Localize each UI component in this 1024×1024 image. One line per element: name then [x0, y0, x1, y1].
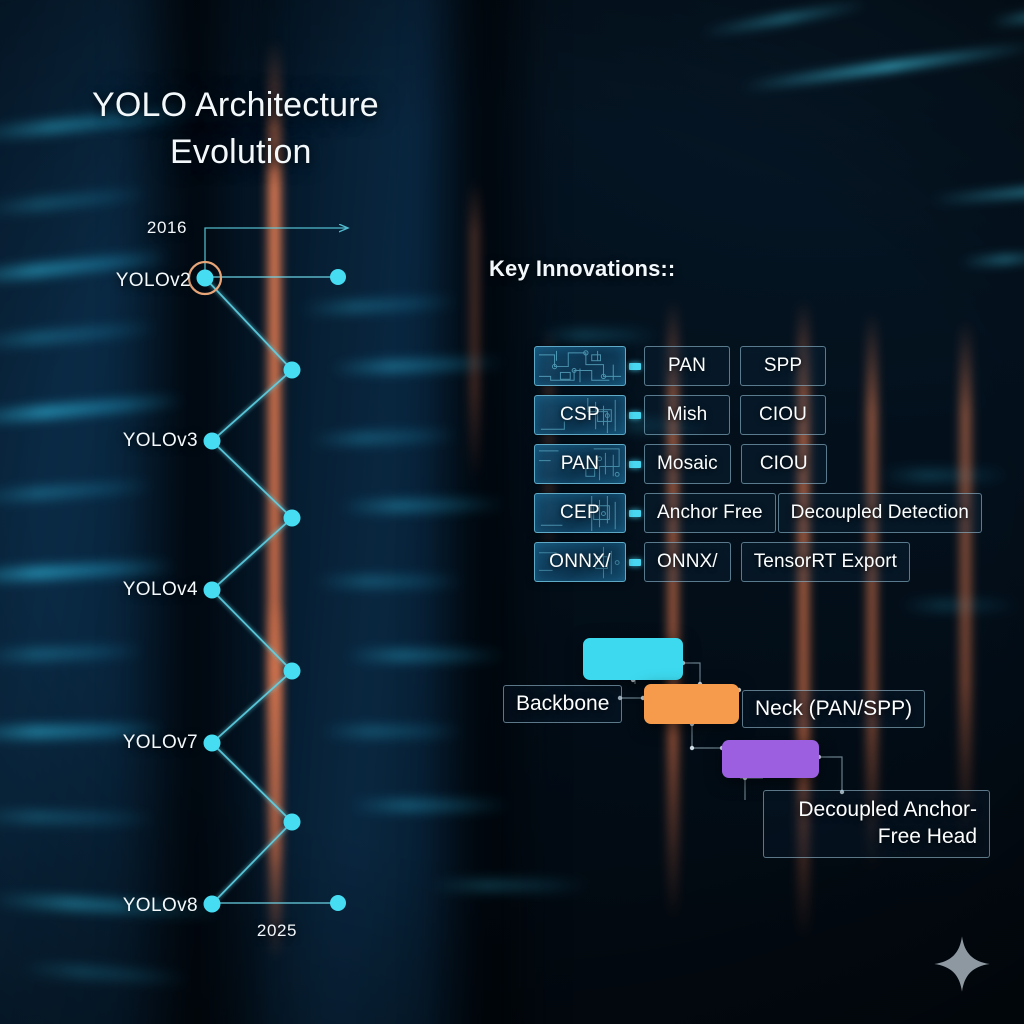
timeline-label-yolov3: YOLOv3: [122, 430, 198, 451]
timeline-node-highlight-ring: [187, 260, 223, 296]
key-innovations-table: PAN SPP CSP Mish CIOU: [534, 346, 992, 591]
innovation-row: CSP Mish CIOU: [534, 395, 992, 435]
timeline-end-dot[interactable]: [330, 895, 346, 911]
title-line-1: YOLO Architecture: [92, 86, 379, 124]
connector-icon: [629, 509, 641, 517]
timeline-node-yolov8[interactable]: [203, 895, 221, 913]
head-label[interactable]: Decoupled Anchor-Free Head: [763, 790, 990, 858]
timeline-node-yolov7[interactable]: [203, 734, 221, 752]
page-title: YOLO Architecture Evolution: [92, 82, 512, 176]
title-line-2: Evolution: [170, 132, 312, 171]
head-block[interactable]: [722, 740, 819, 778]
timeline-label-yolov8: YOLOv8: [122, 895, 198, 916]
circuit-pattern-icon: [540, 397, 616, 434]
timeline-peak-node[interactable]: [283, 361, 301, 379]
innovation-cell-col2[interactable]: Mosaic: [644, 444, 731, 484]
icon-label: ONNX/: [549, 551, 611, 572]
timeline-peak-node[interactable]: [283, 813, 301, 831]
innovation-cell-col2[interactable]: Mish: [644, 395, 730, 435]
backbone-block[interactable]: [583, 638, 683, 680]
timeline-label-yolov4: YOLOv4: [122, 579, 198, 600]
connector-icon: [629, 411, 641, 419]
timeline-peak-node[interactable]: [283, 509, 301, 527]
innovation-cell-col3[interactable]: TensorRT Export: [740, 542, 911, 582]
backbone-label[interactable]: Backbone: [503, 685, 623, 723]
circuit-pattern-icon: [538, 350, 622, 383]
innovation-cell-col2[interactable]: Anchor Free: [644, 493, 776, 533]
circuit-chip-icon[interactable]: PAN: [534, 444, 626, 484]
timeline-node-yolov3[interactable]: [203, 432, 221, 450]
innovation-cell-col3[interactable]: CIOU: [740, 395, 826, 435]
icon-label: CSP: [560, 404, 600, 425]
innovation-cell-col3[interactable]: Decoupled Detection: [777, 493, 982, 533]
circuit-chip-icon[interactable]: CEP: [534, 493, 626, 533]
timeline-start-year: 2016: [146, 218, 188, 237]
timeline-end-year: 2025: [256, 921, 298, 940]
timeline-label-yolov7: YOLOv7: [122, 732, 198, 753]
circuit-chip-icon[interactable]: [534, 346, 626, 386]
icon-label: PAN: [560, 453, 600, 474]
neck-label[interactable]: Neck (PAN/SPP): [742, 690, 926, 728]
innovation-cell-col3[interactable]: SPP: [740, 346, 826, 386]
circuit-chip-icon[interactable]: CSP: [534, 395, 626, 435]
connector-icon: [629, 362, 641, 370]
timeline-node-yolov4[interactable]: [203, 581, 221, 599]
innovation-cell-col2[interactable]: ONNX/: [644, 542, 731, 582]
icon-label: CEP: [560, 502, 600, 523]
timeline-node-yolov2[interactable]: [196, 269, 214, 287]
key-innovations-heading: Key Innovations::: [489, 256, 676, 281]
neck-block[interactable]: [644, 684, 739, 724]
sparkle-icon: [934, 936, 990, 992]
innovation-row: PAN Mosaic CIOU: [534, 444, 992, 484]
connector-icon: [629, 460, 641, 468]
innovation-row: ONNX/ ONNX/ TensorRT Export: [534, 542, 992, 582]
innovation-cell-col3[interactable]: CIOU: [740, 444, 827, 484]
innovation-cell-col2[interactable]: PAN: [644, 346, 730, 386]
circuit-pattern-icon: [538, 546, 620, 579]
timeline-label-yolov2: YOLOv2: [115, 270, 191, 291]
innovation-row: PAN SPP: [534, 346, 992, 386]
circuit-chip-icon[interactable]: ONNX/: [534, 542, 626, 582]
timeline-peak-node[interactable]: [283, 662, 301, 680]
innovation-row: CEP Anchor Free Decoupled Detection: [534, 493, 992, 533]
connector-icon: [629, 558, 641, 566]
circuit-pattern-icon: [538, 448, 620, 481]
circuit-pattern-icon: [540, 495, 616, 532]
timeline-end-dot[interactable]: [330, 269, 346, 285]
